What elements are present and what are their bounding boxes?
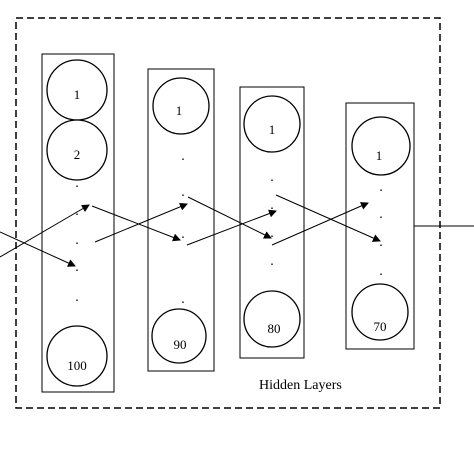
neuron: [151, 308, 207, 364]
neuron-label: 90: [174, 337, 187, 352]
hidden-layer-2: 1 . . . . 90: [147, 68, 215, 372]
input-arrow: [0, 204, 90, 258]
neuron-label: 70: [374, 319, 387, 334]
input-arrow: [0, 231, 76, 267]
hidden-layers-frame: [15, 17, 441, 409]
connection-arrow: [91, 205, 181, 242]
connection-arrow: [275, 194, 381, 242]
connection-arrow: [186, 209, 277, 246]
neuron: [351, 283, 409, 341]
ellipsis-dot: .: [181, 149, 185, 164]
neuron: [46, 119, 108, 181]
ellipsis-dot: .: [181, 292, 185, 307]
connection-arrow: [271, 202, 369, 246]
ellipsis-dot: .: [181, 227, 185, 242]
ellipsis-dot: .: [270, 254, 274, 269]
ellipsis-dot: .: [379, 235, 383, 250]
neuron: [243, 95, 301, 153]
ellipsis-dot: .: [75, 260, 79, 275]
ellipsis-dot: .: [181, 185, 185, 200]
ellipsis-dot: .: [75, 290, 79, 305]
ellipsis-dot: .: [379, 207, 383, 222]
ellipsis-dot: .: [270, 226, 274, 241]
neuron-label: 100: [67, 358, 87, 373]
hidden-layer-4: 1 . . . . 70: [345, 102, 415, 350]
neuron: [152, 77, 210, 135]
neuron-label: 1: [176, 103, 183, 118]
neuron-label: 1: [269, 122, 276, 137]
ellipsis-dot: .: [270, 170, 274, 185]
neuron-label: 1: [74, 87, 81, 102]
neuron-label: 2: [74, 147, 81, 162]
connection-arrow: [187, 196, 272, 239]
neuron-label: 1: [376, 148, 383, 163]
ellipsis-dot: .: [75, 233, 79, 248]
hidden-layer-3: 1 . . . . 80: [239, 86, 305, 359]
ellipsis-dot: .: [379, 180, 383, 195]
hidden-layers-caption: Hidden Layers: [259, 378, 342, 393]
neuron: [46, 325, 108, 387]
neuron: [243, 290, 301, 348]
hidden-layer-1: 1 2 . . . . . 100: [41, 53, 115, 393]
ellipsis-dot: .: [379, 264, 383, 279]
connection-arrow: [94, 202, 188, 243]
neuron: [351, 116, 411, 176]
ellipsis-dot: .: [270, 198, 274, 213]
ellipsis-dot: .: [75, 176, 79, 191]
neuron-label: 80: [268, 321, 281, 336]
